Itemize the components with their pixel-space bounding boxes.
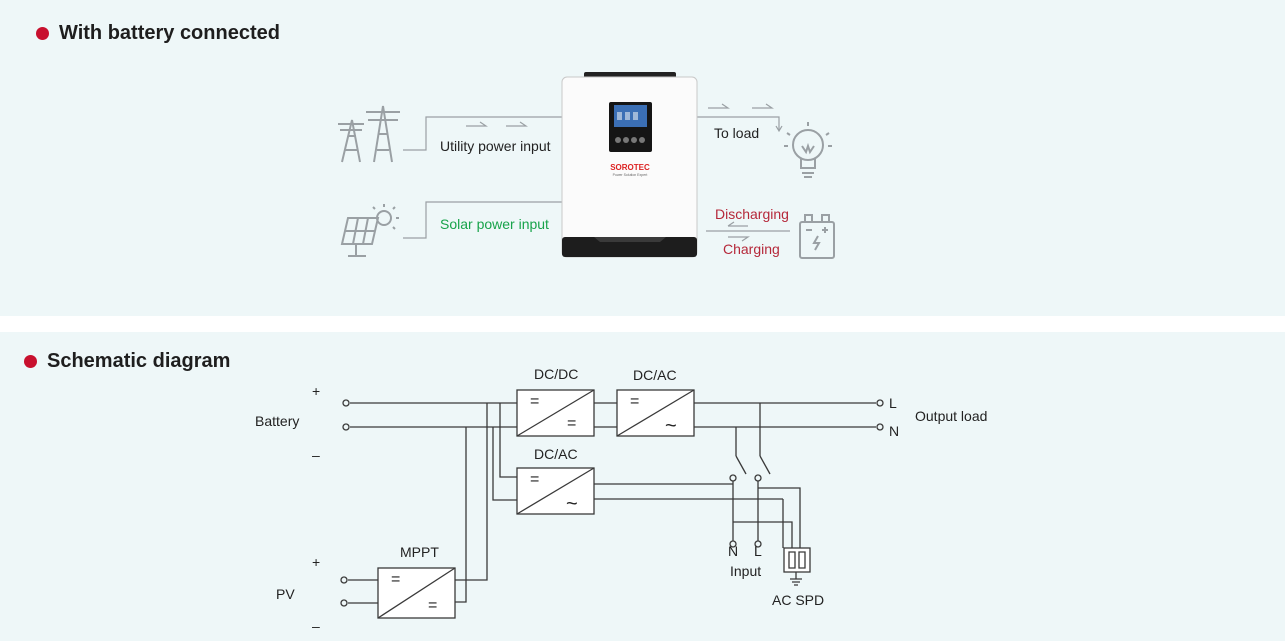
mppt-label: MPPT bbox=[400, 544, 439, 560]
terminals bbox=[340, 399, 884, 607]
inverter-brand: SOROTEC bbox=[610, 163, 650, 172]
pv-plus: + bbox=[312, 554, 321, 570]
discharging-label: Discharging bbox=[715, 206, 789, 222]
light-bulb-icon bbox=[784, 122, 832, 178]
schematic-panel: Schematic diagram bbox=[0, 332, 1285, 641]
pv-label: PV bbox=[276, 586, 295, 602]
spd-box bbox=[783, 547, 811, 573]
charging-label: Charging bbox=[723, 241, 780, 257]
converter-boxes bbox=[377, 389, 811, 619]
input-label: Input bbox=[730, 563, 762, 579]
utility-power-input-label: Utility power input bbox=[440, 138, 551, 154]
red-bullet-icon bbox=[24, 355, 37, 368]
solar-panel-icon bbox=[340, 204, 399, 257]
battery-label: Battery bbox=[255, 413, 300, 429]
battery-plus: + bbox=[312, 383, 321, 399]
schematic-diagram: = = = ~ = ~ = = bbox=[340, 389, 884, 619]
flow-arrows bbox=[466, 103, 783, 242]
flow-diagram: SOROTEC Power Solution Expert bbox=[338, 72, 835, 259]
battery-icon bbox=[799, 214, 835, 259]
section-title-text: Schematic diagram bbox=[47, 350, 231, 372]
schematic-wires bbox=[348, 402, 876, 604]
inverter-device: SOROTEC Power Solution Expert bbox=[561, 72, 698, 258]
svg-text:~: ~ bbox=[566, 493, 578, 515]
inverter-tagline: Power Solution Expert bbox=[613, 173, 648, 177]
red-bullet-icon bbox=[36, 27, 49, 40]
output-l-label: L bbox=[889, 395, 897, 411]
converter-symbols: = = = ~ = ~ = = bbox=[391, 393, 677, 614]
svg-text:=: = bbox=[428, 597, 437, 614]
solar-power-input-label: Solar power input bbox=[440, 216, 549, 232]
section-title-battery-connected: With battery connected bbox=[36, 22, 280, 45]
svg-text:=: = bbox=[391, 571, 400, 588]
svg-text:=: = bbox=[530, 471, 539, 488]
input-l-label: L bbox=[754, 543, 762, 559]
svg-text:=: = bbox=[530, 393, 539, 410]
pv-minus: – bbox=[312, 618, 320, 634]
battery-minus: – bbox=[312, 447, 320, 463]
input-n-label: N bbox=[728, 543, 739, 559]
section-title-schematic: Schematic diagram bbox=[24, 350, 230, 373]
output-load-label: Output load bbox=[915, 408, 988, 424]
power-tower-icon bbox=[338, 105, 400, 163]
svg-text:=: = bbox=[630, 393, 639, 410]
svg-text:=: = bbox=[567, 415, 576, 432]
converter-diagonals bbox=[377, 389, 806, 619]
section-title-text: With battery connected bbox=[59, 22, 280, 44]
dcdc-label: DC/DC bbox=[534, 366, 579, 382]
battery-connected-panel: With battery connected bbox=[0, 0, 1285, 316]
ac-spd-label: AC SPD bbox=[772, 592, 825, 608]
dcac-mid-label: DC/AC bbox=[534, 446, 578, 462]
to-load-label: To load bbox=[714, 125, 760, 141]
svg-text:~: ~ bbox=[665, 415, 677, 437]
output-n-label: N bbox=[889, 423, 900, 439]
dcac-top-label: DC/AC bbox=[633, 367, 677, 383]
